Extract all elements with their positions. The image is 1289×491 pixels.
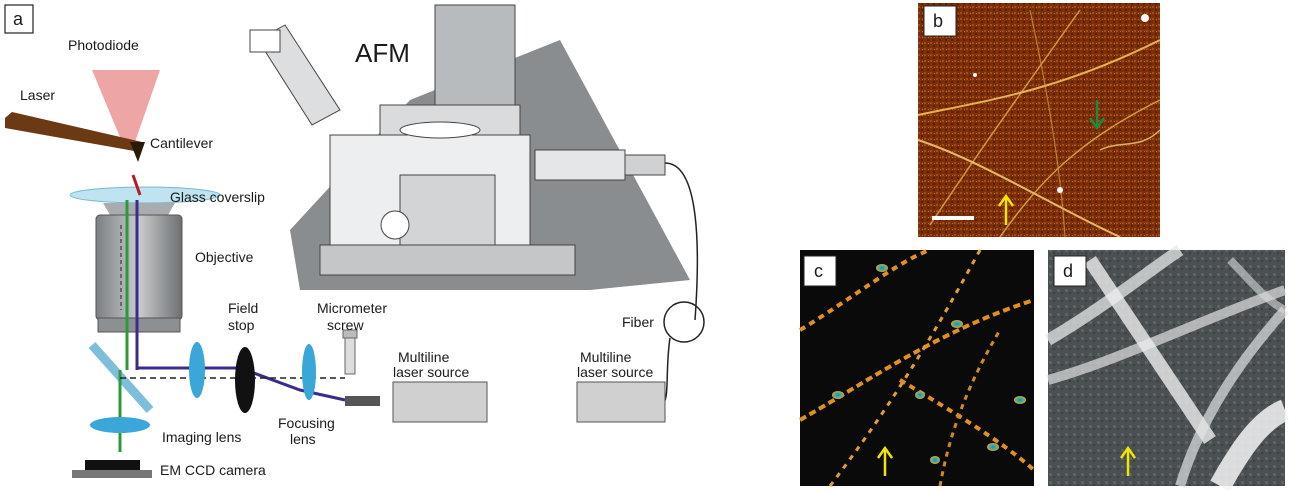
laser-beam <box>92 70 160 142</box>
label-laser-source-2: laser source <box>577 364 653 380</box>
svg-text:c: c <box>814 261 823 281</box>
label-focusing: Focusing <box>278 415 335 431</box>
panel-a-label: a <box>4 4 34 34</box>
label-cantilever: Cantilever <box>150 135 213 151</box>
label-micrometer: Micrometer <box>317 300 387 316</box>
label-multiline-1: Multiline <box>398 349 450 365</box>
label-imaging-lens: Imaging lens <box>162 429 241 445</box>
label-multiline-2: Multiline <box>580 349 632 365</box>
label-photodiode: Photodiode <box>68 37 139 53</box>
label-laser-source-1: laser source <box>393 364 469 380</box>
panel-b-label: b <box>923 5 957 37</box>
svg-text:d: d <box>1063 261 1073 281</box>
panel-d-label: d <box>1053 255 1087 287</box>
focusing-lens-icon <box>302 344 316 400</box>
label-laser: Laser <box>20 87 55 103</box>
afm-instrument <box>249 4 690 290</box>
objective-icon <box>95 200 183 370</box>
fiber-loop-icon <box>663 301 705 343</box>
label-field: Field <box>228 300 258 316</box>
label-lens: lens <box>290 431 316 447</box>
panel-b-image <box>917 3 1161 238</box>
laser-source-box-1 <box>392 381 488 423</box>
panel-d-image <box>1045 245 1289 491</box>
label-stop: stop <box>228 317 255 333</box>
label-fiber: Fiber <box>622 314 654 330</box>
imaging-lens-icon <box>90 417 150 433</box>
svg-text:a: a <box>13 9 24 29</box>
cantilever-icon <box>5 112 142 152</box>
camera-icon <box>72 460 152 478</box>
panel-c-image <box>798 248 1036 487</box>
label-objective: Objective <box>195 249 254 265</box>
micrometer-screw-icon <box>342 329 358 375</box>
field-stop-icon <box>235 347 255 413</box>
laser-source-box-2 <box>576 381 666 423</box>
label-screw: screw <box>327 317 364 333</box>
label-afm: AFM <box>355 38 410 68</box>
label-glass-coverslip: Glass coverslip <box>170 189 265 205</box>
panel-c-label: c <box>803 255 837 287</box>
label-em-ccd-camera: EM CCD camera <box>160 462 266 478</box>
svg-text:b: b <box>933 11 943 31</box>
